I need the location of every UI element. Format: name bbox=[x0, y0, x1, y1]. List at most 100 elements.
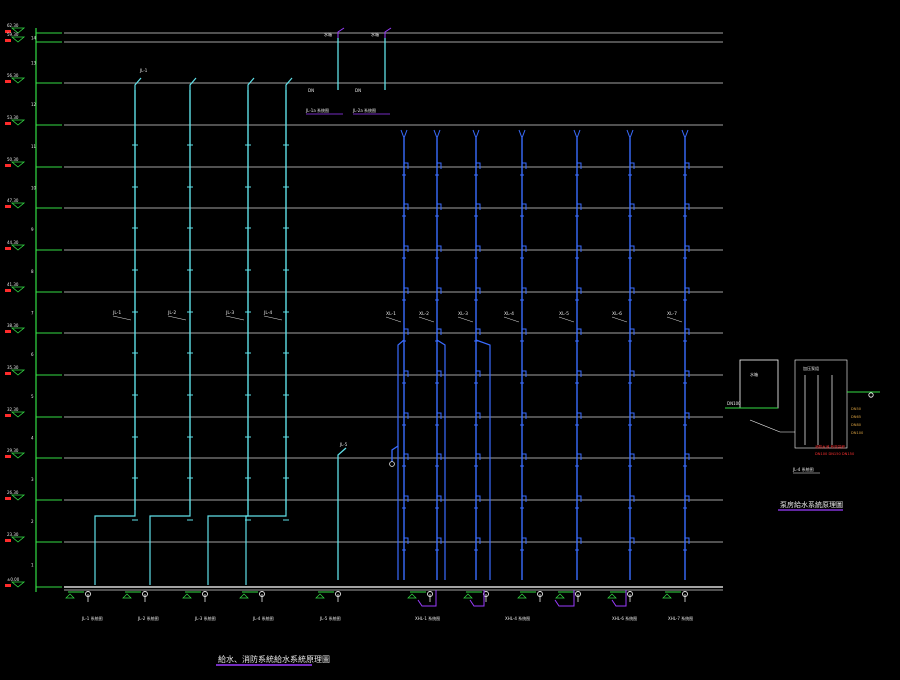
elevation-label: ±0.00 bbox=[7, 577, 20, 582]
riser-tag-leader bbox=[503, 316, 520, 323]
riser-branch-stub bbox=[522, 287, 527, 294]
elevation-label: 29.30 bbox=[7, 448, 19, 453]
roof-riser-size: DN bbox=[355, 88, 361, 93]
riser-branch-stub bbox=[476, 162, 481, 169]
elevation-label: 59.30 bbox=[7, 32, 19, 37]
riser-top-bend bbox=[134, 77, 142, 90]
detail-side-tag: DN100 bbox=[851, 431, 864, 435]
riser-branch-stub bbox=[476, 245, 481, 252]
riser-caption: XHL-6 系统图 bbox=[612, 615, 637, 621]
elevation-triangle bbox=[10, 494, 26, 501]
roof-riser-tag: 水箱 bbox=[371, 31, 379, 37]
riser-branch-stub bbox=[685, 328, 690, 335]
riser-branch-stub bbox=[630, 412, 635, 419]
ground-connector bbox=[554, 590, 575, 607]
riser-tag: XL-6 bbox=[612, 311, 622, 317]
riser-tag: XL-5 bbox=[559, 311, 569, 317]
riser-tag-leader bbox=[666, 316, 683, 323]
elevation-triangle bbox=[10, 27, 26, 34]
elevation-label: 47.30 bbox=[7, 198, 19, 203]
riser-tag: XL-7 bbox=[667, 311, 677, 317]
riser-branch-stub bbox=[476, 203, 481, 210]
elevation-label: 50.30 bbox=[7, 157, 19, 162]
riser-branch-stub bbox=[476, 453, 481, 460]
riser-branch-stub bbox=[404, 495, 409, 502]
detail-side-tag: DN80 bbox=[851, 423, 862, 427]
roof-riser-top bbox=[337, 27, 345, 38]
riser-offset bbox=[475, 339, 491, 580]
riser-branch-stub bbox=[476, 412, 481, 419]
riser-top bbox=[433, 129, 441, 140]
floor-number: 2 bbox=[31, 519, 34, 524]
mid-riser-tag: JL-5 bbox=[339, 442, 348, 447]
detail-leader bbox=[749, 419, 795, 433]
roof-riser-caption: JL-1a 系统图 bbox=[305, 107, 329, 113]
ground-triangle bbox=[182, 593, 192, 599]
riser-top bbox=[681, 129, 689, 140]
floor-lines bbox=[64, 32, 723, 591]
main-caption: 給水、消防系統給水系統原理圖 bbox=[218, 654, 330, 664]
riser-branch-stub bbox=[404, 328, 409, 335]
riser-branch-stub bbox=[522, 495, 527, 502]
ground-triangle bbox=[122, 593, 132, 599]
riser-branch-stub bbox=[522, 162, 527, 169]
riser-branch-stub bbox=[577, 537, 582, 544]
riser-top-tag: JL-1 bbox=[139, 68, 148, 73]
riser-branch-stub bbox=[404, 245, 409, 252]
elevation-label: 56.30 bbox=[7, 73, 19, 78]
riser-tag-leader bbox=[225, 315, 245, 321]
riser-tag-leader bbox=[418, 316, 435, 323]
elevation-marker bbox=[5, 414, 11, 417]
riser-branch-stub bbox=[476, 537, 481, 544]
roof-riser-top bbox=[384, 27, 392, 38]
ground-connector bbox=[611, 590, 627, 607]
roof-riser-tag: 水箱 bbox=[324, 31, 332, 37]
elevation-label: 62.30 bbox=[7, 23, 19, 28]
riser-tag: JL-3 bbox=[225, 310, 234, 316]
detail-red-note: 消防水池 有效容积 bbox=[815, 444, 845, 449]
riser-branch-stub bbox=[685, 287, 690, 294]
riser-branch-stub bbox=[630, 453, 635, 460]
elevation-triangle bbox=[10, 536, 26, 543]
floor-number: 12 bbox=[31, 102, 37, 107]
riser-branch-stub bbox=[404, 162, 409, 169]
riser-branch-stub bbox=[437, 287, 442, 294]
riser-branch-stub bbox=[404, 203, 409, 210]
riser-branch-stub bbox=[522, 537, 527, 544]
elevation-triangle bbox=[10, 202, 26, 209]
riser-tag: JL-2 bbox=[167, 310, 176, 316]
riser-branch-stub bbox=[404, 453, 409, 460]
riser-branch-stub bbox=[522, 370, 527, 377]
elevation-triangle bbox=[10, 119, 26, 126]
elevation-triangle bbox=[10, 452, 26, 459]
riser-tag: JL-4 bbox=[263, 310, 272, 316]
riser-branch-stub bbox=[630, 162, 635, 169]
riser-branch-stub bbox=[630, 537, 635, 544]
riser-branch bbox=[245, 510, 287, 585]
mid-riser-pipe bbox=[391, 445, 399, 462]
floor-number: 8 bbox=[31, 269, 34, 274]
riser-branch-stub bbox=[437, 412, 442, 419]
riser-branch-stub bbox=[630, 370, 635, 377]
elevation-marker bbox=[5, 30, 11, 33]
elevation-marker bbox=[5, 205, 11, 208]
riser-branch-stub bbox=[476, 328, 481, 335]
floor-number: 7 bbox=[31, 311, 34, 316]
riser-top-bend bbox=[247, 77, 255, 90]
elevation-marker bbox=[5, 539, 11, 542]
elevation-triangle bbox=[10, 411, 26, 418]
riser-branch-stub bbox=[577, 162, 582, 169]
ground-triangle bbox=[407, 593, 417, 599]
elevation-label: 35.30 bbox=[7, 365, 19, 370]
elevation-triangle bbox=[10, 327, 26, 334]
elevation-label: 38.30 bbox=[7, 323, 19, 328]
riser-branch-stub bbox=[437, 537, 442, 544]
riser-tag: JL-1 bbox=[112, 310, 121, 316]
elevation-ruler: 62.301459.301356.301253.301150.301047.30… bbox=[5, 23, 62, 592]
roof-riser-size: DN bbox=[308, 88, 314, 93]
detail-inlet-label: DN100 bbox=[727, 401, 741, 406]
riser-top bbox=[472, 129, 480, 140]
riser-branch-stub bbox=[685, 495, 690, 502]
elevation-label: 32.30 bbox=[7, 407, 19, 412]
